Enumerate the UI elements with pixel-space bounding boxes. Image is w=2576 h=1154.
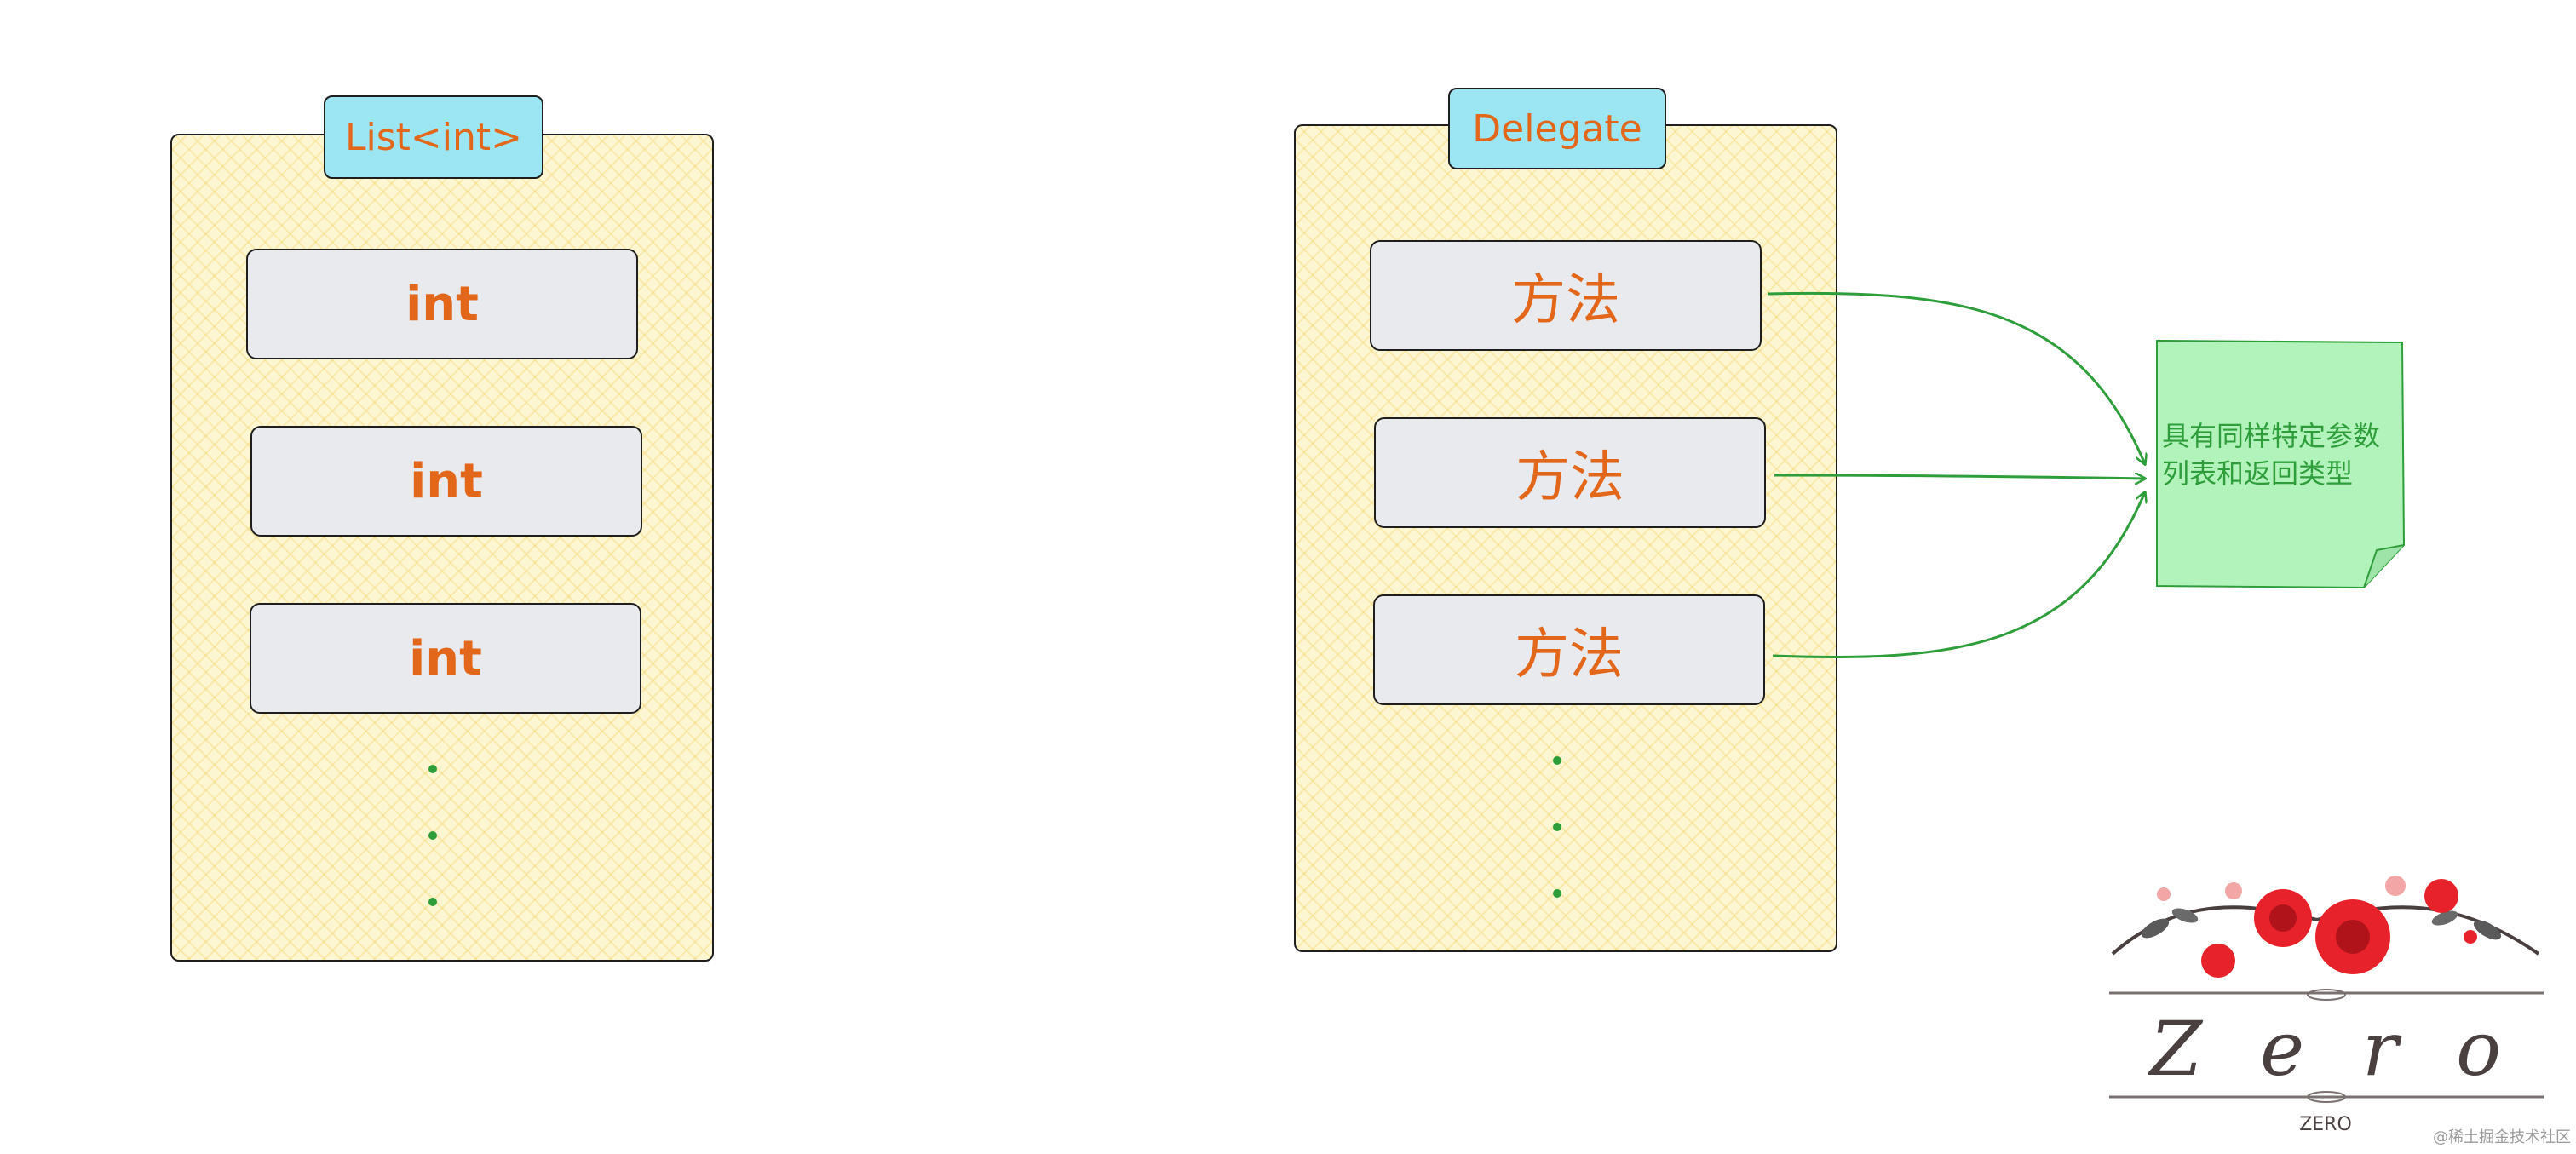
ellipsis-dot bbox=[428, 765, 437, 773]
list-tab: List<int> bbox=[324, 95, 543, 179]
delegate-item-label: 方法 bbox=[1511, 269, 1620, 332]
ellipsis-dot bbox=[1553, 889, 1561, 898]
logo-subtext: ZERO bbox=[2299, 1114, 2352, 1135]
note-line-2: 列表和返回类型 bbox=[2162, 457, 2354, 490]
rose-logo-graphic bbox=[2109, 876, 2544, 1103]
note-fold bbox=[2363, 544, 2405, 588]
list-item-2: int bbox=[250, 426, 642, 537]
delegate-tab: Delegate bbox=[1448, 88, 1666, 169]
delegate-item-3: 方法 bbox=[1373, 594, 1765, 705]
list-item-label: int bbox=[409, 630, 482, 686]
list-item-label: int bbox=[410, 453, 483, 509]
ellipsis-dot bbox=[428, 898, 437, 906]
note-text: 具有同样特定参数 列表和返回类型 bbox=[2162, 417, 2409, 492]
ellipsis-dot bbox=[1553, 823, 1561, 831]
ellipsis-dot bbox=[1553, 756, 1561, 765]
delegate-tab-label: Delegate bbox=[1472, 106, 1642, 151]
ellipsis-dot bbox=[428, 831, 437, 840]
delegate-item-2: 方法 bbox=[1374, 417, 1766, 528]
watermark: @稀土掘金技术社区 bbox=[2433, 1128, 2571, 1146]
arrow-2 bbox=[1774, 475, 2145, 479]
note-line-1: 具有同样特定参数 bbox=[2162, 420, 2381, 452]
list-item-1: int bbox=[246, 249, 638, 359]
list-item-label: int bbox=[405, 276, 479, 332]
delegate-item-label: 方法 bbox=[1515, 623, 1624, 686]
list-tab-label: List<int> bbox=[344, 115, 522, 159]
delegate-item-label: 方法 bbox=[1515, 446, 1624, 509]
list-item-3: int bbox=[250, 603, 641, 714]
delegate-item-1: 方法 bbox=[1370, 240, 1762, 351]
logo-word: Z e r o bbox=[2149, 1005, 2519, 1093]
arrow-3 bbox=[1772, 492, 2145, 659]
arrow-1 bbox=[1767, 291, 2145, 464]
